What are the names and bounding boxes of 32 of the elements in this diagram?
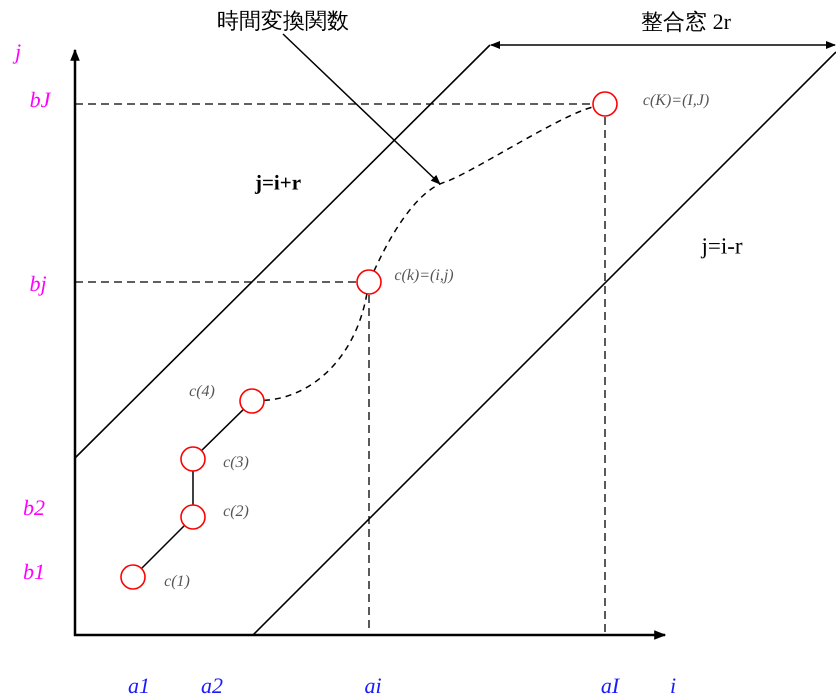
point-label: c(k)=(i,j) [394, 268, 454, 284]
path-segment [201, 408, 244, 452]
point-label: c(3) [223, 455, 249, 471]
point-circle [239, 388, 265, 414]
dimension-label: 整合窓 2r [641, 11, 731, 33]
point-label: c(1) [164, 574, 190, 590]
tick-label: b2 [23, 497, 45, 519]
arrow [282, 33, 441, 185]
path-segment [140, 524, 186, 570]
point-circle [180, 446, 206, 472]
tick-label: ai [364, 675, 382, 697]
point-label: c(4) [189, 384, 215, 400]
warping-path [264, 294, 368, 402]
point-circle [120, 564, 146, 590]
line-equation: j=i-r [701, 234, 743, 258]
function-label: 時間変換関数 [217, 11, 349, 33]
point-label: c(2) [223, 504, 249, 520]
tick-label: a1 [128, 675, 150, 697]
warping-path [373, 106, 594, 272]
tick-label: aI [600, 675, 620, 697]
axis-label: j [14, 41, 22, 63]
tick-label: bJ [30, 89, 50, 111]
line-equation: j=i+r [254, 172, 302, 194]
point-circle [592, 91, 618, 117]
axis-label: i [670, 675, 676, 697]
path-segment [192, 471, 194, 505]
tick-label: bj [29, 273, 47, 295]
tick-label: a2 [201, 675, 223, 697]
tick-label: b1 [23, 561, 45, 583]
point-circle [356, 269, 382, 295]
point-circle [180, 504, 206, 530]
point-label: c(K)=(I,J) [642, 93, 710, 109]
